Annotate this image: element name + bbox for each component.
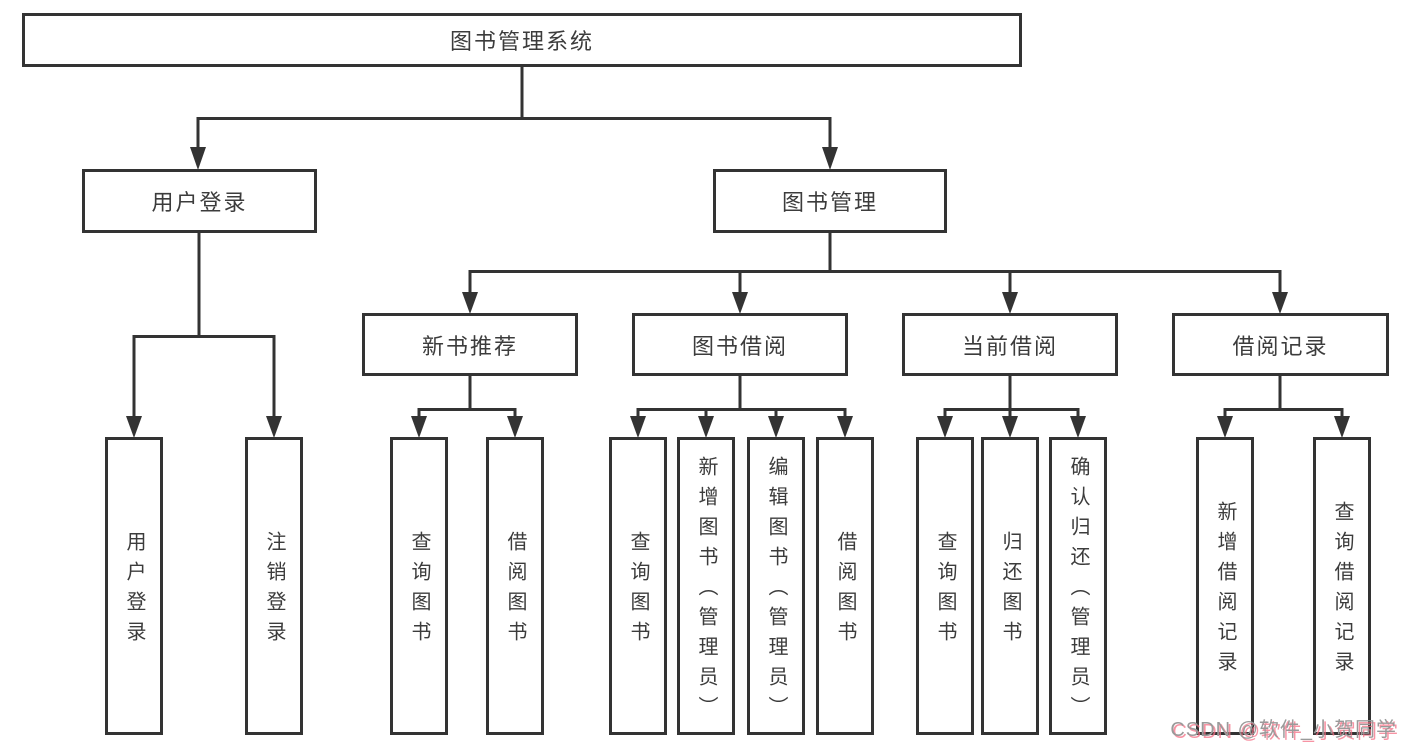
node-label: 图书管理系统 xyxy=(449,29,594,54)
node-label: 新增借阅记录 xyxy=(1214,501,1236,681)
leaf-query-books-recommend: 查询图书 xyxy=(390,437,448,735)
arrow-down-icon xyxy=(1272,292,1288,314)
node-label: 查询借阅记录 xyxy=(1331,501,1353,681)
arrow-down-icon xyxy=(411,416,427,438)
node-label: 借阅图书 xyxy=(834,531,856,651)
node-label: 新增图书（管理员） xyxy=(695,456,717,726)
leaf-query-books-borrow: 查询图书 xyxy=(609,437,667,735)
arrow-down-icon xyxy=(822,147,838,170)
arrow-down-icon xyxy=(698,416,714,438)
node-borrow-records: 借阅记录 xyxy=(1172,313,1389,376)
node-current-borrow: 当前借阅 xyxy=(902,313,1118,376)
arrow-down-icon xyxy=(266,416,282,438)
arrow-down-icon xyxy=(1002,292,1018,314)
node-user-login: 用户登录 xyxy=(82,169,317,233)
arrow-down-icon xyxy=(1070,416,1086,438)
arrow-down-icon xyxy=(837,416,853,438)
arrow-down-icon xyxy=(126,416,142,438)
leaf-user-login: 用户登录 xyxy=(105,437,163,735)
node-new-book-recommend: 新书推荐 xyxy=(362,313,578,376)
node-label: 图书借阅 xyxy=(691,333,788,359)
node-label: 图书管理 xyxy=(781,190,878,215)
node-label: 用户登录 xyxy=(151,190,248,215)
arrow-down-icon xyxy=(190,147,206,170)
arrow-down-icon xyxy=(1334,416,1350,438)
leaf-add-borrow-record: 新增借阅记录 xyxy=(1196,437,1254,735)
leaf-borrow-books: 借阅图书 xyxy=(816,437,874,735)
node-label: 借阅图书 xyxy=(504,531,526,651)
leaf-query-books-current: 查询图书 xyxy=(916,437,974,735)
leaf-logout: 注销登录 xyxy=(245,437,303,735)
leaf-confirm-return-admin: 确认归还（管理员） xyxy=(1049,437,1107,735)
node-label: 新书推荐 xyxy=(421,333,518,359)
arrow-down-icon xyxy=(937,416,953,438)
leaf-return-books: 归还图书 xyxy=(981,437,1039,735)
node-label: 查询图书 xyxy=(627,531,649,651)
node-book-management: 图书管理 xyxy=(713,169,947,233)
node-book-borrow: 图书借阅 xyxy=(632,313,848,376)
arrow-down-icon xyxy=(462,292,478,314)
leaf-add-books-admin: 新增图书（管理员） xyxy=(677,437,735,735)
node-label: 查询图书 xyxy=(934,531,956,651)
node-label: 借阅记录 xyxy=(1232,333,1329,359)
node-label: 当前借阅 xyxy=(961,333,1058,359)
csdn-watermark: CSDN @软件_小贺同学 xyxy=(1170,719,1397,741)
leaf-borrow-books-recommend: 借阅图书 xyxy=(486,437,544,735)
arrow-down-icon xyxy=(1217,416,1233,438)
node-label: 编辑图书（管理员） xyxy=(765,456,787,726)
arrow-down-icon xyxy=(507,416,523,438)
leaf-query-borrow-record: 查询借阅记录 xyxy=(1313,437,1371,735)
node-library-management-system: 图书管理系统 xyxy=(22,13,1022,67)
node-label: 注销登录 xyxy=(263,531,285,651)
node-label: 确认归还（管理员） xyxy=(1067,456,1089,726)
arrow-down-icon xyxy=(630,416,646,438)
arrow-down-icon xyxy=(1002,416,1018,438)
node-label: 查询图书 xyxy=(408,531,430,651)
arrow-down-icon xyxy=(768,416,784,438)
node-label: 归还图书 xyxy=(999,531,1021,651)
arrow-down-icon xyxy=(732,292,748,314)
leaf-edit-books-admin: 编辑图书（管理员） xyxy=(747,437,805,735)
node-label: 用户登录 xyxy=(123,531,145,651)
